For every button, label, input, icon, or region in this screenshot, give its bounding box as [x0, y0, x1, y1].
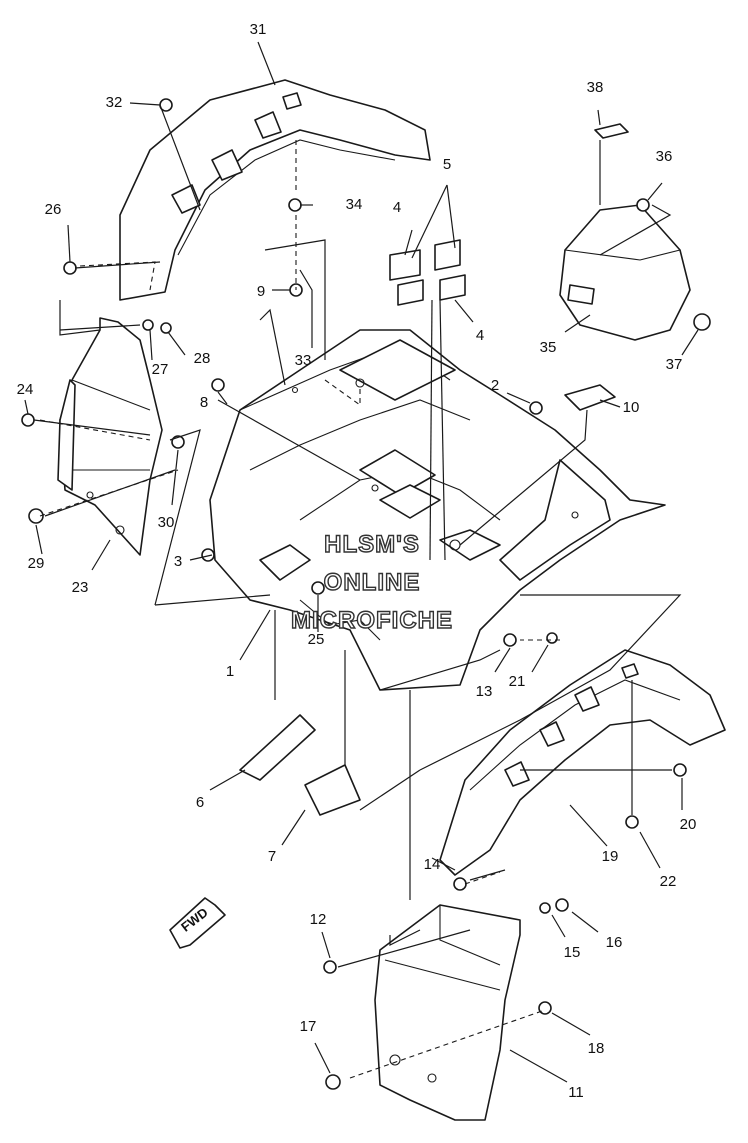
callout-labels: 1 2 3 4 4 5 6 7 8 9 10 11 12 13 14 15 16… [17, 21, 697, 1101]
callout-15: 15 [564, 944, 581, 961]
callout-30: 30 [158, 514, 175, 531]
callout-7: 7 [268, 848, 276, 865]
callout-19: 19 [602, 848, 619, 865]
alignment-lines [39, 140, 670, 1079]
callout-9: 9 [257, 283, 265, 300]
callout-32: 32 [106, 94, 123, 111]
callout-35: 35 [540, 339, 557, 356]
callout-14: 14 [424, 856, 441, 873]
callout-25: 25 [308, 631, 325, 648]
part-1-rear-fender-body [209, 329, 666, 691]
frame-lines [59, 239, 682, 946]
callout-4-upper: 4 [393, 199, 401, 216]
fwd-direction-badge: FWD [169, 897, 226, 949]
callout-28: 28 [194, 350, 211, 367]
callout-12: 12 [310, 911, 327, 928]
callout-29: 29 [28, 555, 45, 572]
callout-3: 3 [174, 553, 182, 570]
callout-22: 22 [660, 873, 677, 890]
part-23-side-panel [57, 317, 163, 556]
part-6-bracket [239, 714, 316, 781]
watermark-line-3: MICROFICHE [291, 607, 453, 634]
callout-23: 23 [72, 579, 89, 596]
part-10-pad [564, 384, 616, 411]
callout-26: 26 [45, 201, 62, 218]
callout-17: 17 [300, 1018, 317, 1035]
callout-33: 33 [295, 352, 312, 369]
part-19-rear-fender [439, 649, 726, 876]
callout-6: 6 [196, 794, 204, 811]
part-38-clip [594, 123, 629, 139]
callout-20: 20 [680, 816, 697, 833]
part-35-tool-box [559, 204, 691, 341]
callout-8: 8 [200, 394, 208, 411]
callout-18: 18 [588, 1040, 605, 1057]
callout-24: 24 [17, 381, 34, 398]
callout-1: 1 [226, 663, 234, 680]
callout-11: 11 [568, 1084, 584, 1101]
leader-lines [24, 41, 699, 1083]
callout-27: 27 [152, 361, 169, 378]
callout-16: 16 [606, 934, 623, 951]
callout-34: 34 [346, 196, 363, 213]
callout-10: 10 [623, 399, 640, 416]
callout-21: 21 [509, 673, 526, 690]
callout-2: 2 [491, 377, 499, 394]
part-4-5-labels [389, 239, 466, 306]
callout-13: 13 [476, 683, 493, 700]
callout-36: 36 [656, 148, 673, 165]
watermark-line-1: HLSM'S [324, 531, 420, 558]
callout-31: 31 [250, 21, 267, 38]
callout-37: 37 [666, 356, 683, 373]
callout-5: 5 [443, 156, 451, 173]
part-11-mud-flap [374, 904, 521, 1121]
watermark-line-2: ONLINE [324, 569, 421, 596]
part-31-fender-top [119, 79, 431, 301]
callout-38: 38 [587, 79, 604, 96]
watermark: HLSM'S ONLINE MICROFICHE [290, 530, 453, 634]
part-7-bracket [304, 764, 361, 816]
callout-4-lower: 4 [476, 327, 484, 344]
fasteners [21, 98, 711, 1090]
